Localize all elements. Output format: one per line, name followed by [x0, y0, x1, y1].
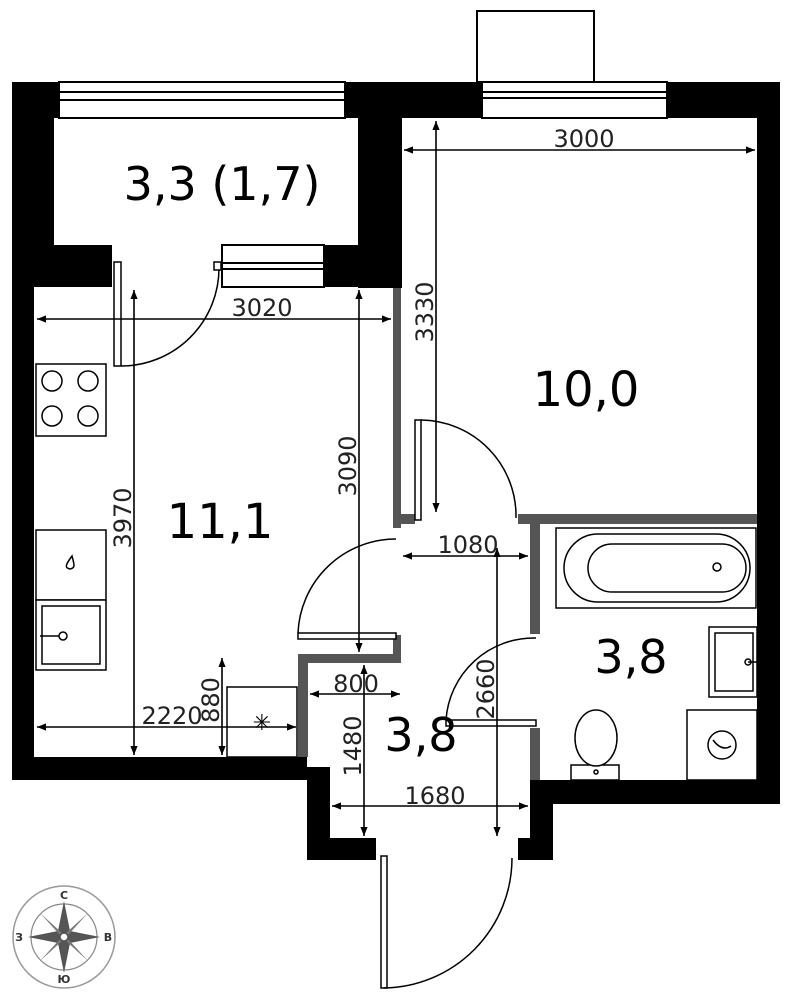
area-kitchen: 11,1 — [167, 494, 274, 550]
partition-kitchen-bedroom — [393, 288, 401, 528]
door-bedroom — [414, 419, 517, 521]
bathtub-icon — [555, 527, 757, 609]
partition-bath-left-lower — [530, 728, 540, 780]
wall-top-left — [12, 82, 59, 118]
dim-kitchen-lower: 2220 — [141, 702, 202, 730]
door-kitchen — [297, 538, 397, 640]
partition-bedroom-bottom — [518, 514, 757, 524]
door-entrance — [380, 855, 513, 989]
partition-bath-left — [530, 514, 540, 634]
bathroom-sink-icon — [708, 626, 758, 698]
stove-icon — [35, 363, 107, 437]
partition-bedroom-bottom-left — [401, 514, 415, 524]
door-bathroom — [445, 637, 537, 727]
dim-entrance: 1680 — [404, 782, 465, 810]
compass-west: З — [15, 931, 23, 944]
area-bathroom: 3,8 — [594, 630, 667, 684]
area-bedroom: 10,0 — [533, 362, 640, 418]
partition-hall-stub — [393, 635, 401, 663]
area-hall: 3,8 — [384, 708, 457, 762]
room-labels: 3,3 (1,7) 10,0 11,1 3,8 3,8 — [124, 157, 668, 762]
compass-south: Ю — [58, 973, 71, 986]
dim-kitchen-total: 3970 — [109, 487, 137, 548]
window-balcony-door — [221, 244, 325, 288]
kitchen-counter-icon — [35, 529, 107, 601]
wall-balcony-bottom-left — [54, 245, 112, 265]
exterior-walls — [12, 82, 780, 860]
area-balcony: 3,3 (1,7) — [124, 157, 321, 211]
dim-kitchen-depth: 3090 — [334, 435, 362, 496]
partition-hall-left — [298, 654, 308, 757]
wall-bottom-bath — [530, 780, 780, 804]
dim-niche: 880 — [197, 677, 225, 723]
wall-right — [757, 82, 780, 804]
compass-north: С — [60, 889, 68, 902]
window-balcony — [58, 81, 346, 119]
toilet-icon — [570, 709, 620, 781]
dim-hall-depth: 2660 — [472, 658, 500, 719]
wall-balcony-bottom-right — [324, 245, 360, 287]
wall-top-middle — [345, 82, 482, 118]
washing-machine-icon — [686, 709, 758, 781]
dim-kitchen-width: 3020 — [231, 294, 292, 322]
dimension-lines — [37, 121, 755, 836]
dimension-labels: 3000 3330 3020 3090 3970 1080 800 2660 1… — [109, 125, 615, 810]
door-balcony — [113, 261, 222, 367]
boiler-icon: ✳ — [226, 686, 298, 758]
dim-bedroom-width: 3000 — [553, 125, 614, 153]
wall-bottom-kitchen — [12, 757, 307, 780]
wall-balcony-divider — [358, 118, 402, 288]
doors — [113, 261, 537, 989]
partition-hall-top — [298, 654, 401, 663]
wall-entrance-left-return — [307, 838, 376, 860]
dim-hall-door: 800 — [333, 670, 379, 698]
wall-balcony-bottom-left2 — [54, 265, 112, 287]
exterior-unit — [476, 10, 595, 83]
compass-east: В — [104, 931, 112, 944]
wall-entrance-left — [307, 767, 330, 860]
svg-text:✳: ✳ — [253, 711, 271, 736]
dim-vestibule: 1480 — [339, 715, 367, 776]
windows — [58, 10, 668, 288]
wall-top-right — [667, 82, 780, 118]
fixtures: ✳ — [35, 363, 758, 781]
dim-corridor: 1080 — [437, 531, 498, 559]
dim-bedroom-depth: 3330 — [411, 281, 439, 342]
window-bedroom — [481, 81, 668, 119]
partitions — [298, 288, 757, 780]
kitchen-sink-icon — [35, 599, 107, 671]
compass-rose-icon: С Ю З В — [12, 885, 116, 989]
